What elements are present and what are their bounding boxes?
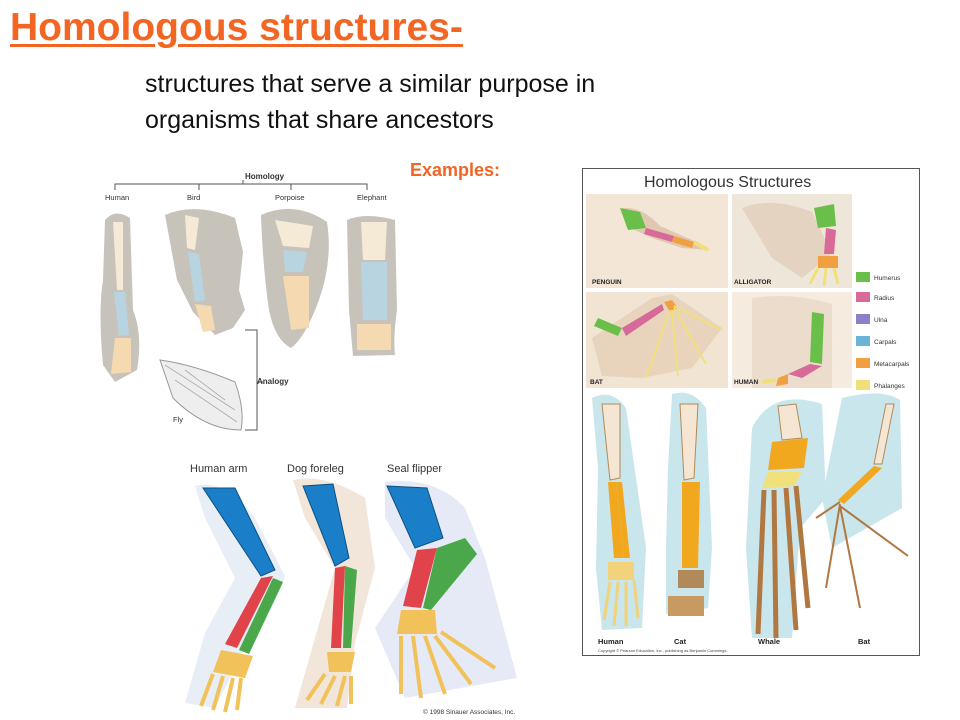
label-analogy: Analogy — [257, 377, 289, 386]
alligator-panel: ALLIGATOR — [732, 194, 852, 288]
panel-alligator-label: ALLIGATOR — [734, 279, 772, 286]
analogy-bracket — [245, 329, 263, 431]
label-fly: Fly — [173, 415, 183, 424]
human-panel: HUMAN — [732, 292, 852, 388]
label-elephant: Elephant — [357, 193, 388, 202]
legend-carpals: Carpals — [874, 339, 897, 346]
label-bottom-bat: Bat — [858, 637, 871, 646]
label-porpoise: Porpoise — [275, 193, 305, 202]
label-bottom-human: Human — [598, 637, 624, 646]
legend-ulna: Ulna — [874, 317, 888, 324]
homology-heading: Homology — [245, 172, 285, 181]
bottom-limbs-row — [592, 392, 909, 639]
legend-swatch-ulna — [856, 314, 870, 324]
figure-title: Homologous Structures — [644, 174, 811, 191]
bone-legend: Humerus Radius Ulna Carpals Metacarpals … — [856, 272, 910, 390]
bird-wing-diagram — [165, 209, 245, 335]
legend-swatch-metacarpals — [856, 358, 870, 368]
legend-metacarpals: Metacarpals — [874, 361, 910, 368]
human-arm-diagram — [100, 213, 140, 382]
legend-swatch-radius — [856, 292, 870, 302]
examples-label: Examples: — [410, 160, 501, 180]
elephant-leg-diagram — [347, 216, 397, 356]
definition-line-2: organisms that share ancestors — [145, 106, 494, 134]
label-seal-flipper: Seal flipper — [387, 463, 442, 475]
homologous-structures-figure: Homologous Structures PENGUIN ALLIGATOR … — [582, 168, 920, 656]
forelimb-figure: Human arm Dog foreleg Seal flipper © 199… — [185, 463, 517, 716]
structures-copyright: Copyright © Pearson Education, Inc., pub… — [598, 648, 727, 653]
homology-bracket — [114, 180, 368, 190]
bat-panel: BAT — [586, 292, 728, 388]
fly-wing-diagram — [159, 359, 243, 431]
legend-radius: Radius — [874, 295, 895, 302]
label-dog-foreleg: Dog foreleg — [287, 463, 344, 475]
dog-foreleg-bones — [293, 478, 375, 708]
panel-penguin-label: PENGUIN — [592, 279, 622, 286]
porpoise-flipper-diagram — [261, 208, 329, 348]
panel-bat-label: BAT — [590, 379, 603, 386]
label-bird: Bird — [187, 193, 200, 202]
slide-title: Homologous structures- — [10, 6, 463, 49]
label-human: Human — [105, 193, 129, 202]
definition-line-1: structures that serve a similar purpose … — [145, 70, 596, 98]
label-bottom-cat: Cat — [674, 637, 687, 646]
legend-swatch-phalanges — [856, 380, 870, 390]
legend-humerus: Humerus — [874, 275, 901, 282]
human-arm-bones — [185, 484, 285, 713]
panel-human-label: HUMAN — [734, 379, 758, 386]
label-bottom-whale: Whale — [758, 637, 780, 646]
definition-text: structures that serve a similar purpose … — [145, 66, 765, 138]
legend-swatch-humerus — [856, 272, 870, 282]
label-human-arm: Human arm — [190, 463, 247, 475]
homology-figure: Homology Human Bird Porpoise Elephant An… — [100, 172, 397, 431]
seal-flipper-bones — [375, 481, 517, 699]
penguin-panel: PENGUIN — [586, 194, 728, 288]
forelimb-copyright: © 1998 Sinauer Associates, Inc. — [423, 708, 515, 716]
legend-phalanges: Phalanges — [874, 383, 905, 390]
legend-swatch-carpals — [856, 336, 870, 346]
